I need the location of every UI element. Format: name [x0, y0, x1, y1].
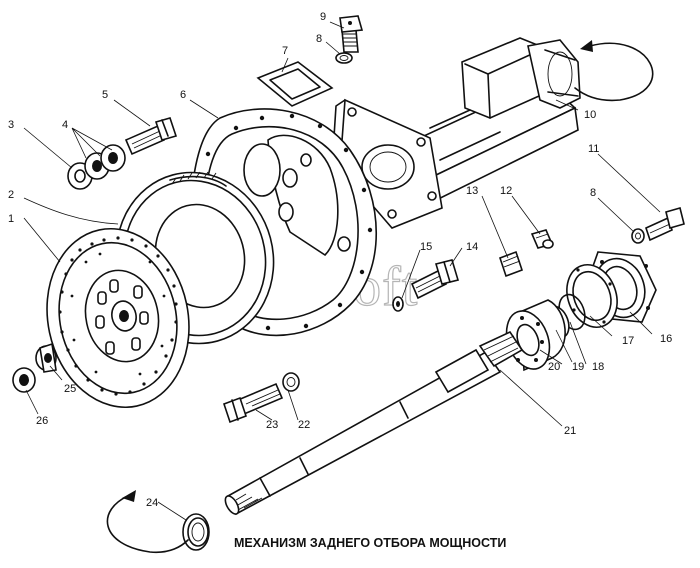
rotation-arrow-bottom: [106, 490, 189, 554]
callout-8-right: 8: [590, 187, 596, 199]
part-26-bearing: [12, 367, 36, 393]
part-4-spring-washers: [84, 144, 126, 180]
callout-9: 9: [320, 11, 326, 23]
callout-25: 25: [64, 383, 76, 395]
part-25-bushing: [35, 342, 57, 373]
part-23-bolt: [222, 382, 284, 424]
part-7-gasket: [256, 61, 334, 107]
part-8-washer-top: [335, 52, 353, 64]
callout-15: 15: [420, 241, 432, 253]
callout-10: 10: [584, 109, 596, 121]
callout-3: 3: [8, 119, 14, 131]
callout-26: 26: [36, 415, 48, 427]
callout-5: 5: [102, 89, 108, 101]
part-5-bolt: [124, 117, 178, 156]
callout-17: 17: [622, 335, 634, 347]
callout-6: 6: [180, 89, 186, 101]
callout-19: 19: [572, 361, 584, 373]
part-14-bolt: [410, 259, 460, 300]
callout-1: 1: [8, 213, 14, 225]
callout-4: 4: [62, 119, 68, 131]
callout-8-top: 8: [316, 33, 322, 45]
part-15-washer: [392, 296, 404, 312]
callout-23: 23: [266, 419, 278, 431]
part-3-washer: [67, 162, 93, 190]
part-20-ball-bearing: [505, 299, 566, 372]
callout-18: 18: [592, 361, 604, 373]
leader-lines: [23, 21, 661, 521]
callout-7: 7: [282, 45, 288, 57]
part-24-seal-ring: [182, 513, 210, 551]
part-8-washer-right: [631, 228, 645, 244]
part-13-plug: [498, 250, 524, 278]
callout-20: 20: [548, 361, 560, 373]
part-12-fitting: [530, 229, 554, 249]
part-21-shaft: [224, 330, 524, 516]
part-22-washer: [282, 372, 300, 392]
callout-14: 14: [466, 241, 478, 253]
callout-12: 12: [500, 185, 512, 197]
part-11-bolt: [645, 207, 685, 242]
callout-24: 24: [146, 497, 158, 509]
callout-16: 16: [660, 333, 672, 345]
callout-22: 22: [298, 419, 310, 431]
callout-2: 2: [8, 189, 14, 201]
rotation-arrow-top: [574, 40, 654, 102]
callout-11: 11: [588, 143, 599, 155]
part-1-clutch-disc: [46, 227, 190, 409]
diagram-caption: МЕХАНИЗМ ЗАДНЕГО ОТБОРА МОЩНОСТИ: [234, 536, 507, 550]
part-17-gasket: [566, 264, 618, 328]
callout-13: 13: [466, 185, 478, 197]
part-9-bolt: [339, 15, 364, 53]
callout-labels: 1 2 3 4 5 6 7 8 9 10 11 12 13 14 15 16 1…: [8, 11, 672, 509]
callout-21: 21: [564, 425, 576, 437]
